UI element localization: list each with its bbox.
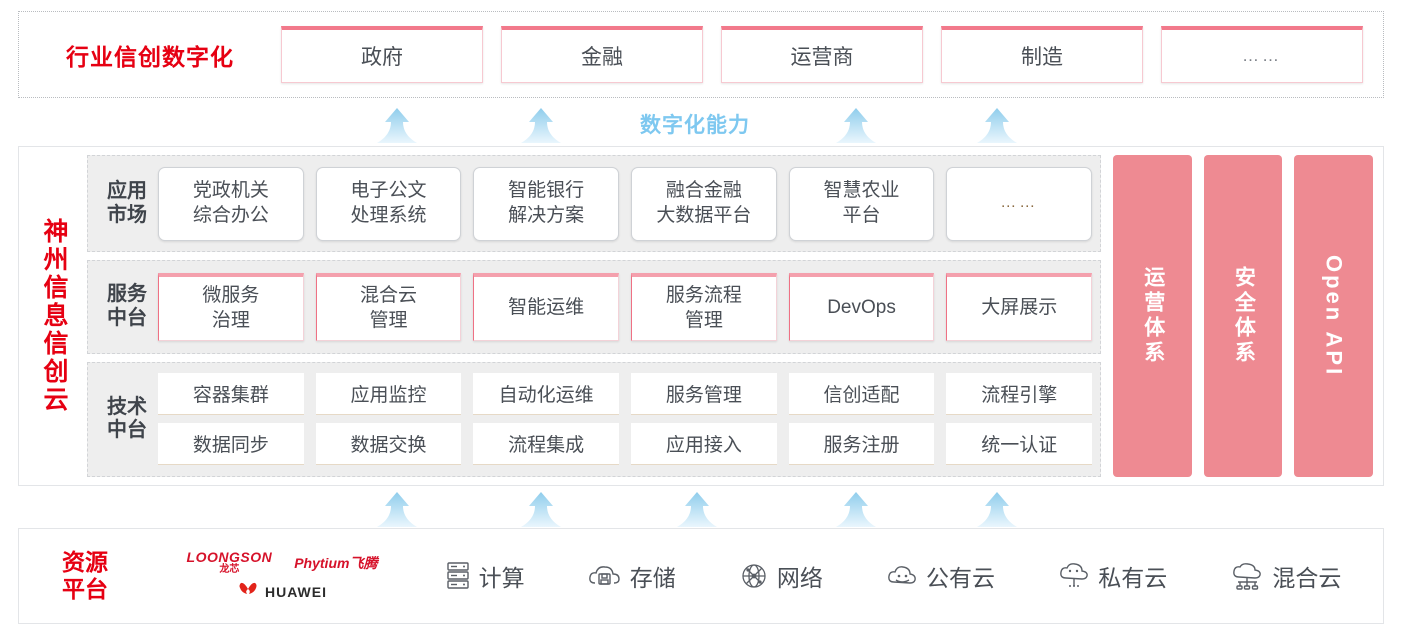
up-arrow-icon [975,107,1019,145]
public-cloud-icon [886,563,918,589]
platform-title-char: 信 [43,330,69,358]
resource-item-private-cloud[interactable]: 私有云 [1058,559,1167,593]
svc-card-big-screen-display[interactable]: 大屏展示 [946,273,1093,342]
pillar-operations-system[interactable]: 运营体系 [1113,155,1192,477]
tech-card-data-sync[interactable]: 数据同步 [158,423,304,466]
app-card-smart-bank[interactable]: 智能银行 解决方案 [473,166,620,241]
tech-card-process-engine[interactable]: 流程引擎 [946,373,1093,416]
platform-title-char: 创 [43,358,69,386]
up-arrow-icon [375,491,419,529]
network-mesh-icon [739,562,769,590]
svc-card-devops[interactable]: DevOps [788,273,935,342]
vendor-row-bottom: HUAWEI [237,581,327,602]
resource-item-list: 计算 存储 [413,559,1383,593]
platform-title-char: 息 [43,302,69,330]
row-label-service-platform: 服务 中台 [107,283,147,330]
platform-title-char: 云 [43,386,69,414]
cloud-storage-icon [588,563,622,589]
tech-card-app-access[interactable]: 应用接入 [631,423,777,466]
platform-container: 神 州 信 息 信 创 云 应用 市场 党政机关 综合办公 电子公 [18,146,1384,486]
up-arrow-icon [375,107,419,145]
up-arrow-icon [975,491,1019,529]
resource-item-network[interactable]: 网络 [739,559,823,593]
resource-item-label: 混合云 [1272,565,1342,591]
svc-card-smart-ops[interactable]: 智能运维 [473,273,620,342]
private-cloud-icon [1058,562,1090,590]
industry-band-title: 行业信创数字化 [66,43,234,70]
hybrid-cloud-icon [1230,562,1264,590]
tech-card-app-monitoring[interactable]: 应用监控 [315,373,462,416]
industry-card-list: 政府 金融 运营商 制造 …… [281,26,1383,83]
platform-title-char: 州 [43,246,69,274]
tech-card-service-registry[interactable]: 服务注册 [788,423,935,466]
resource-band: 资源 平台 LOONGSON 龙芯 Phytium飞腾 [18,528,1384,624]
resource-item-label: 私有云 [1098,565,1168,591]
tech-card-data-exchange[interactable]: 数据交换 [315,423,462,466]
platform-body: 应用 市场 党政机关 综合办公 电子公文 处理系统 智能银行 解决方案 [87,147,1383,485]
resource-item-compute[interactable]: 计算 [445,559,525,593]
pillar-open-api[interactable]: Open API [1294,155,1374,477]
up-arrow-icon [675,491,719,529]
huawei-logo: HUAWEI [237,581,327,602]
tech-line-1: 容器集群 应用监控 自动化运维 服务管理 信创适配 流程引擎 [158,373,1093,416]
svc-card-microservice-governance[interactable]: 微服务 治理 [158,273,304,342]
app-card-edoc-system[interactable]: 电子公文 处理系统 [315,166,462,241]
resource-item-label: 计算 [478,565,525,591]
app-card-finance-bigdata[interactable]: 融合金融 大数据平台 [631,166,777,241]
phytium-logo: Phytium飞腾 [294,554,378,571]
vendor-logo-group: LOONGSON 龙芯 Phytium飞腾 HUAWEI [151,550,413,602]
vendor-row-top: LOONGSON 龙芯 Phytium飞腾 [187,550,378,575]
tech-card-container-cluster[interactable]: 容器集群 [158,373,304,416]
row-items-app-market: 党政机关 综合办公 电子公文 处理系统 智能银行 解决方案 融合金融 大数据平台 [158,166,1093,241]
platform-rows: 应用 市场 党政机关 综合办公 电子公文 处理系统 智能银行 解决方案 [87,155,1101,477]
resource-item-hybrid-cloud[interactable]: 混合云 [1230,559,1341,593]
resource-item-label: 存储 [629,565,676,591]
tech-line-2: 数据同步 数据交换 流程集成 应用接入 服务注册 统一认证 [158,423,1093,466]
loongson-logo: LOONGSON 龙芯 [186,549,273,575]
industry-card-manufacturing[interactable]: 制造 [941,26,1143,83]
app-card-more[interactable]: …… [946,166,1093,241]
tech-card-xinchuang-adaptation[interactable]: 信创适配 [788,373,935,416]
tech-card-process-integration[interactable]: 流程集成 [473,423,620,466]
resource-arrow-strip-bottom [0,487,1402,529]
capability-arrow-strip-top: 数字化能力 [0,103,1402,145]
row-tech-platform: 技术 中台 容器集群 应用监控 自动化运维 服务管理 信创适配 流程引擎 数据同… [87,361,1101,477]
up-arrow-icon [519,107,563,145]
row-items-service-platform: 微服务 治理 混合云 管理 智能运维 服务流程 管理 D [158,273,1093,342]
app-card-smart-agriculture[interactable]: 智慧农业 平台 [788,166,935,241]
resource-band-title: 资源 平台 [62,548,108,602]
row-items-tech-platform: 容器集群 应用监控 自动化运维 服务管理 信创适配 流程引擎 数据同步 数据交换… [158,373,1093,466]
tech-card-unified-auth[interactable]: 统一认证 [946,423,1093,466]
platform-pillars: 运营体系 安全体系 Open API [1101,155,1374,477]
svc-card-service-process-mgmt[interactable]: 服务流程 管理 [631,273,777,342]
row-service-platform: 服务 中台 微服务 治理 混合云 管理 智能运维 [87,260,1101,354]
industry-card-finance[interactable]: 金融 [501,26,703,83]
resource-item-label: 网络 [776,565,823,591]
resource-item-storage[interactable]: 存储 [588,559,676,593]
industry-card-government[interactable]: 政府 [281,26,483,83]
up-arrow-icon [834,107,878,145]
tech-card-service-mgmt[interactable]: 服务管理 [631,373,777,416]
pillar-security-system[interactable]: 安全体系 [1203,155,1283,477]
industry-card-telecom[interactable]: 运营商 [721,26,923,83]
svc-card-hybrid-cloud-mgmt[interactable]: 混合云 管理 [315,273,462,342]
platform-title-char: 神 [43,218,69,246]
row-app-market: 应用 市场 党政机关 综合办公 电子公文 处理系统 智能银行 解决方案 [87,155,1101,253]
row-label-app-market: 应用 市场 [107,180,147,226]
platform-title: 神 州 信 息 信 创 云 [19,147,87,485]
tech-card-automated-ops[interactable]: 自动化运维 [473,373,620,416]
up-arrow-icon [834,491,878,529]
resource-item-label: 公有云 [926,565,996,591]
server-rack-icon [445,561,471,591]
row-label-tech-platform: 技术 中台 [107,395,147,442]
industry-card-more[interactable]: …… [1161,26,1363,83]
platform-title-char: 信 [43,274,69,302]
industry-band: 行业信创数字化 政府 金融 运营商 制造 …… [18,11,1384,98]
huawei-petal-icon [237,581,259,602]
up-arrow-icon [519,491,563,529]
capability-label: 数字化能力 [640,114,750,137]
resource-item-public-cloud[interactable]: 公有云 [886,559,995,593]
app-card-government-office[interactable]: 党政机关 综合办公 [158,166,304,241]
